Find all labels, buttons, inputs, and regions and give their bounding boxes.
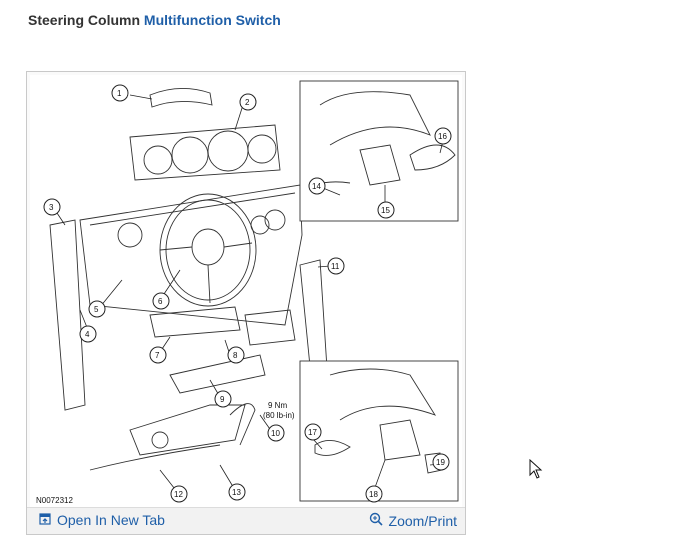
steering-wheel (159, 193, 257, 307)
callout-12: 12 (170, 485, 188, 503)
svg-text:18: 18 (369, 490, 378, 499)
zoom-print-button[interactable]: Zoom/Print (369, 512, 457, 529)
figure-code: N0072312 (36, 496, 73, 505)
title-prefix: Steering Column (28, 12, 141, 28)
instrument-panel (49, 184, 331, 418)
zoom-magnifier-icon (369, 512, 383, 529)
callout-18: 18 (365, 485, 383, 503)
callout-7: 7 (149, 346, 167, 364)
callout-11: 11 (327, 257, 345, 275)
page-title: Steering Column Multifunction Switch (28, 12, 281, 28)
svg-text:12: 12 (174, 490, 183, 499)
svg-text:4: 4 (85, 330, 90, 339)
diagram-card: 1 2 3 4 5 6 7 8 9 10 11 12 13 14 15 16 1… (26, 71, 466, 535)
torque-value-imperial: (80 lb-in) (263, 411, 295, 420)
diagram-footer: Open In New Tab Zoom/Print (27, 507, 465, 534)
svg-text:8: 8 (233, 351, 238, 360)
callout-15: 15 (377, 201, 395, 219)
bezel-parts (129, 88, 281, 181)
callout-9: 9 (214, 390, 232, 408)
svg-text:19: 19 (436, 458, 445, 467)
svg-text:10: 10 (271, 429, 280, 438)
open-in-new-tab-icon (39, 512, 51, 528)
callout-2: 2 (239, 93, 257, 111)
lower-panels (89, 306, 266, 471)
mouse-pointer-icon (529, 458, 543, 484)
callout-13: 13 (228, 483, 246, 501)
callout-3: 3 (43, 198, 61, 216)
svg-text:11: 11 (331, 262, 340, 271)
svg-text:9: 9 (220, 395, 225, 404)
inset-lower (299, 360, 459, 502)
torque-value: 9 Nm (268, 401, 287, 410)
svg-text:6: 6 (158, 297, 163, 306)
title-link[interactable]: Multifunction Switch (143, 12, 281, 28)
open-in-new-tab-button[interactable]: Open In New Tab (39, 512, 165, 528)
svg-text:3: 3 (49, 203, 54, 212)
svg-text:14: 14 (312, 182, 321, 191)
callout-1: 1 (111, 84, 129, 102)
svg-text:1: 1 (117, 89, 122, 98)
callout-17: 17 (304, 423, 322, 441)
callout-16: 16 (434, 127, 452, 145)
svg-text:5: 5 (94, 305, 99, 314)
callout-5: 5 (88, 300, 106, 318)
svg-text:2: 2 (245, 98, 250, 107)
callout-8: 8 (227, 346, 245, 364)
svg-text:16: 16 (438, 132, 447, 141)
callout-10: 10 (267, 424, 285, 442)
svg-text:7: 7 (155, 351, 160, 360)
callout-19: 19 (432, 453, 450, 471)
steering-column-diagram[interactable]: 1 2 3 4 5 6 7 8 9 10 11 12 13 14 15 16 1… (30, 75, 462, 507)
zoom-print-label: Zoom/Print (388, 512, 457, 529)
svg-text:17: 17 (308, 428, 317, 437)
callout-4: 4 (79, 325, 97, 343)
inset-upper (299, 80, 459, 222)
svg-text:13: 13 (232, 488, 241, 497)
callout-14: 14 (308, 177, 326, 195)
callout-6: 6 (152, 292, 170, 310)
open-in-new-tab-label: Open In New Tab (57, 512, 165, 528)
svg-text:15: 15 (381, 206, 390, 215)
